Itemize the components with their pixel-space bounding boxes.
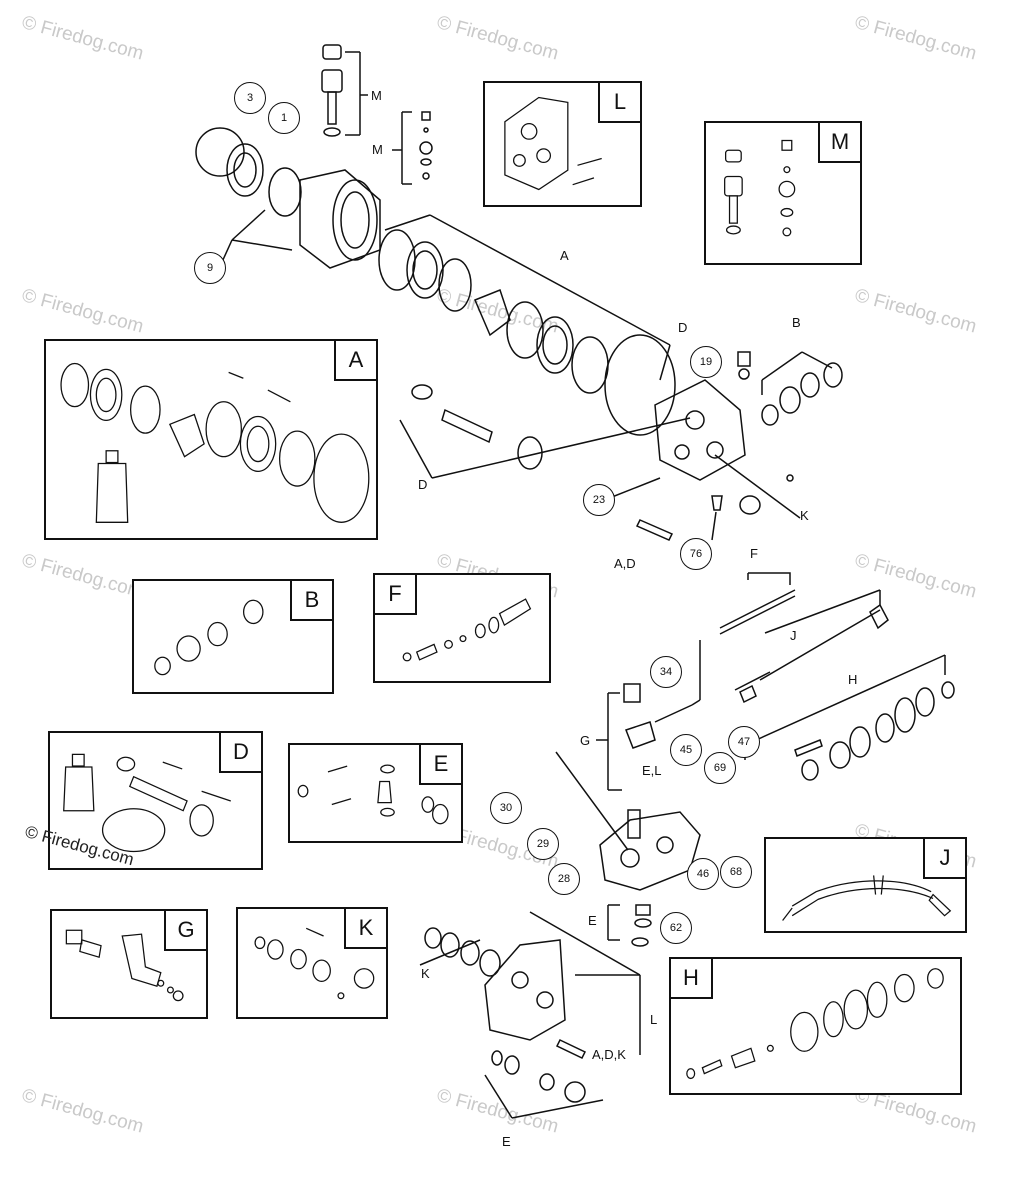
callout-68: 68 [720, 856, 752, 888]
callout-46: 46 [687, 858, 719, 890]
group-label-e-l: E,L [642, 763, 662, 778]
retaining-ring-part [195, 127, 245, 177]
kit-box-l: L [483, 81, 642, 207]
group-label-a-d: A,D [614, 556, 636, 571]
kit-tag-m: M [818, 121, 862, 163]
group-label-k: K [421, 966, 430, 981]
group-label-a: A [560, 248, 569, 263]
callout-29: 29 [527, 828, 559, 860]
kit-f-drawing [402, 598, 532, 662]
plunger-cap-part [322, 44, 342, 60]
pump-manifold-part [654, 379, 746, 481]
oil-seal-part [226, 143, 264, 197]
callout-62: 62 [660, 912, 692, 944]
callout-1: 1 [268, 102, 300, 134]
kit-tag-g: G [164, 909, 208, 951]
group-label-m: M [371, 88, 382, 103]
kit-tag-h: H [669, 957, 713, 999]
callout-47: 47 [728, 726, 760, 758]
callout-34: 34 [650, 656, 682, 688]
kit-tag-k: K [344, 907, 388, 949]
callout-45: 45 [670, 734, 702, 766]
callout-28: 28 [548, 863, 580, 895]
kit-tag-a: A [334, 339, 378, 381]
group-label-h: H [848, 672, 858, 687]
kit-l-drawing [504, 96, 602, 191]
kit-box-b: B [132, 579, 334, 694]
kit-box-j: J [764, 837, 967, 933]
group-label-m: M [372, 142, 383, 157]
kit-e-drawing [297, 764, 449, 825]
callout-19: 19 [690, 346, 722, 378]
group-label-e: E [502, 1134, 511, 1149]
group-label-d: D [418, 477, 428, 492]
kit-j-drawing [782, 875, 952, 921]
kit-a-drawing [60, 362, 370, 523]
kit-m-drawing [724, 139, 796, 237]
kit-box-f: F [373, 573, 551, 683]
group-label-g: G [580, 733, 591, 748]
callout-9: 9 [194, 252, 226, 284]
kit-tag-j: J [923, 837, 967, 879]
kit-tag-e: E [419, 743, 463, 785]
group-label-f: F [750, 546, 758, 561]
kit-box-h: H [669, 957, 962, 1095]
callout-3: 3 [234, 82, 266, 114]
kit-g-drawing [65, 929, 184, 1002]
callout-23: 23 [583, 484, 615, 516]
kit-box-a: A [44, 339, 378, 540]
kit-d-drawing [63, 753, 231, 853]
kit-box-e: E [288, 743, 463, 843]
kit-k-drawing [254, 927, 375, 1000]
group-label-e: E [588, 913, 597, 928]
kit-tag-l: L [598, 81, 642, 123]
kit-h-drawing [686, 968, 944, 1080]
kit-tag-f: F [373, 573, 417, 615]
kit-b-drawing [154, 599, 264, 676]
kit-box-k: K [236, 907, 388, 1019]
kit-tag-b: B [290, 579, 334, 621]
kit-box-m: M [704, 121, 862, 265]
kit-box-d: D [48, 731, 263, 870]
group-label-k: K [800, 508, 809, 523]
group-label-j: J [790, 628, 797, 643]
callout-76: 76 [680, 538, 712, 570]
group-label-a-d-k: A,D,K [592, 1047, 626, 1062]
group-label-d: D [678, 320, 688, 335]
group-label-b: B [792, 315, 801, 330]
bearing-part [268, 167, 302, 217]
callout-69: 69 [704, 752, 736, 784]
group-label-l: L [650, 1012, 658, 1027]
callout-30: 30 [490, 792, 522, 824]
kit-tag-d: D [219, 731, 263, 773]
kit-box-g: G [50, 909, 208, 1019]
